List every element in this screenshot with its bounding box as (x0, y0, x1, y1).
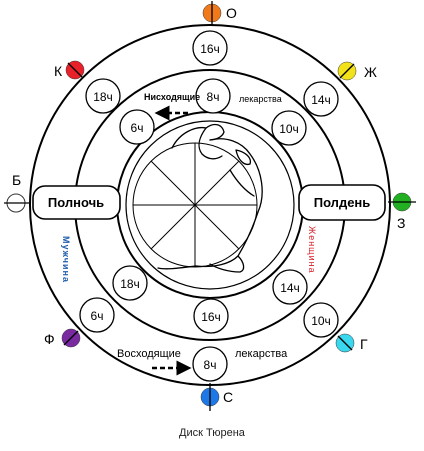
svg-text:С: С (223, 389, 233, 405)
descending-word-1: Нисходящие (144, 92, 200, 102)
core-ring (125, 120, 295, 290)
svg-text:Полночь: Полночь (48, 195, 104, 210)
svg-text:З: З (397, 215, 405, 231)
svg-text:6ч: 6ч (131, 121, 144, 135)
svg-text:14ч: 14ч (280, 281, 300, 295)
ascending-word-2: лекарства (235, 348, 288, 360)
hour-badge: 18ч (112, 265, 148, 301)
svg-text:8ч: 8ч (207, 90, 220, 104)
svg-text:14ч: 14ч (311, 93, 331, 107)
svg-text:Б: Б (12, 172, 21, 188)
hour-badge: 6ч (79, 297, 115, 333)
hour-badge: 10ч (303, 302, 339, 338)
svg-text:10ч: 10ч (279, 122, 299, 136)
marker-northwest: К (54, 60, 85, 80)
svg-text:18ч: 18ч (120, 277, 140, 291)
svg-text:Ф: Ф (44, 331, 55, 347)
female-vertical-label: Женщина (307, 226, 317, 274)
marker-southwest: Ф (44, 328, 81, 348)
hour-badge: 14ч (303, 81, 339, 117)
svg-text:О: О (226, 5, 237, 21)
marker-north: О (202, 1, 237, 25)
hour-badge: 16ч (192, 30, 228, 66)
svg-text:Полдень: Полдень (314, 195, 371, 210)
svg-text:Ж: Ж (364, 64, 377, 80)
svg-text:18ч: 18ч (93, 90, 113, 104)
marker-south: С (200, 383, 233, 411)
figure-caption: Диск Тюрена (179, 427, 245, 439)
wheel-spokes (132, 142, 258, 268)
midnight-label-box: Полночь (32, 185, 121, 220)
svg-text:6ч: 6ч (91, 309, 104, 323)
marker-east: З (388, 192, 416, 231)
ascending-word-1: Восходящие (117, 348, 181, 360)
svg-text:16ч: 16ч (200, 42, 220, 56)
hour-badge: 8ч (192, 346, 228, 382)
svg-text:К: К (54, 63, 63, 79)
hour-badge: 10ч (271, 110, 307, 146)
marker-northeast: Ж (337, 61, 377, 81)
svg-text:8ч: 8ч (204, 358, 217, 372)
svg-text:16ч: 16ч (201, 310, 221, 324)
hour-badge: 14ч (272, 269, 308, 305)
svg-text:10ч: 10ч (311, 314, 331, 328)
hour-badge: 18ч (85, 78, 121, 114)
marker-southeast: Г (335, 333, 368, 353)
hour-badge: 6ч (119, 109, 155, 145)
svg-text:Г: Г (360, 336, 368, 352)
marker-west: Б (4, 172, 30, 213)
male-vertical-label: Мужчина (61, 236, 71, 283)
noon-label-box: Полдень (298, 184, 386, 221)
descending-word-2: лекарства (239, 94, 282, 104)
hour-badge: 16ч (193, 298, 229, 334)
seated-figure-illustration (157, 123, 263, 273)
hour-badge: 8ч (195, 78, 231, 114)
